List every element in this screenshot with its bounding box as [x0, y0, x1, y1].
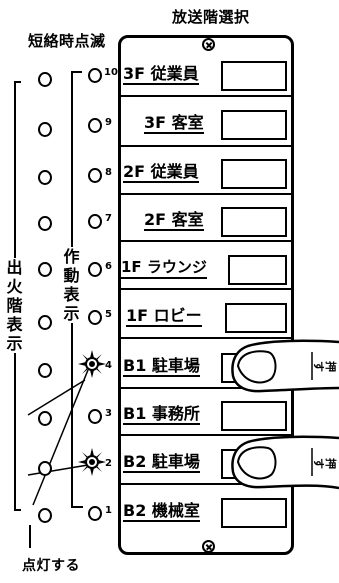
row-divider [118, 95, 294, 97]
floor-label: B1 駐車場 [123, 356, 200, 377]
floor-row-2f-staff: 2F 従業員 [118, 148, 294, 198]
floor-select-heading: 放送階選択 [172, 8, 250, 26]
floor-row-1f-lobby: 1F ロビー [118, 292, 294, 342]
fire-lamp-10 [38, 72, 52, 87]
fire-lamp-9 [38, 122, 52, 137]
floor-label: 3F 客室 [144, 113, 204, 134]
op-num-1: 1 [105, 505, 112, 516]
floor-label: B2 機械室 [123, 501, 200, 522]
fire-lamp-6 [38, 262, 52, 277]
floor-row-1f-lounge: 1F ラウンジ [118, 244, 294, 294]
op-lamp-6 [88, 262, 102, 277]
op-lamp-1 [88, 506, 102, 521]
floor-label: 3F 従業員 [123, 64, 199, 85]
row-divider [118, 288, 294, 290]
row-divider [118, 434, 294, 436]
floor-row-2f-guest: 2F 客室 [118, 196, 294, 246]
op-num-2: 2 [105, 458, 112, 469]
fire-floor-display-label: 出火階表示 [6, 258, 23, 353]
op-lamp-4-lit-icon [78, 350, 106, 378]
floor-select-button-1f-lobby[interactable] [225, 303, 287, 333]
floor-label: 2F 従業員 [123, 162, 199, 183]
fire-lamp-5 [38, 315, 52, 330]
floor-select-button-1f-lounge[interactable] [228, 255, 287, 285]
op-lamp-5 [88, 310, 102, 325]
operation-display-label: 作動表示 [63, 247, 80, 323]
row-divider [118, 193, 294, 195]
floor-select-button-3f-staff[interactable] [221, 61, 287, 91]
lights-up-label: 点灯する [22, 558, 80, 574]
floor-label: 2F 客室 [144, 210, 204, 231]
row-divider [118, 337, 294, 339]
op-num-9: 9 [105, 117, 112, 128]
fire-lamp-8 [38, 170, 52, 185]
floor-label: B1 事務所 [123, 404, 200, 425]
fire-lamp-1 [38, 508, 52, 523]
fire-lamp-3 [38, 411, 52, 426]
floor-row-b2-machine: B2 機械室 [118, 487, 294, 537]
floor-row-b1-office: B1 事務所 [118, 390, 294, 440]
press-label-2: 押す [312, 458, 337, 469]
finger-press-b1-icon [231, 339, 339, 393]
floor-row-3f-staff: 3F 従業員 [118, 50, 294, 100]
op-lamp-2-lit-icon [78, 448, 106, 476]
op-lamp-10 [88, 68, 102, 83]
op-num-8: 8 [105, 167, 112, 178]
screw-bottom-icon [202, 540, 215, 553]
floor-label: 1F ラウンジ [121, 258, 207, 279]
row-divider [118, 387, 294, 389]
op-num-3: 3 [105, 408, 112, 419]
floor-select-button-3f-guest[interactable] [221, 110, 287, 140]
screw-top-icon [202, 38, 215, 51]
op-lamp-9 [88, 118, 102, 133]
floor-select-button-b2-machine[interactable] [221, 498, 287, 528]
op-num-10: 10 [104, 67, 118, 78]
row-divider [118, 145, 294, 147]
op-lamp-7 [88, 214, 102, 229]
floor-row-3f-guest: 3F 客室 [118, 99, 294, 149]
floor-select-button-b1-office[interactable] [221, 401, 287, 431]
fire-lamp-4 [38, 363, 52, 378]
row-divider [118, 483, 294, 485]
op-lamp-8 [88, 168, 102, 183]
short-flash-heading: 短絡時点滅 [28, 32, 106, 50]
op-num-7: 7 [105, 213, 112, 224]
op-num-5: 5 [105, 309, 112, 320]
finger-press-b2-icon [231, 435, 339, 490]
op-num-4: 4 [105, 360, 112, 371]
fire-lamp-2 [38, 461, 52, 476]
floor-select-button-2f-staff[interactable] [221, 159, 287, 189]
row-divider [118, 240, 294, 242]
floor-label: 1F ロビー [126, 306, 202, 327]
op-num-6: 6 [105, 261, 112, 272]
fire-lamp-7 [38, 216, 52, 231]
op-lamp-3 [88, 409, 102, 424]
floor-label: B2 駐車場 [123, 452, 200, 473]
press-label-1: 押す [312, 361, 337, 372]
floor-select-button-2f-guest[interactable] [221, 207, 287, 237]
